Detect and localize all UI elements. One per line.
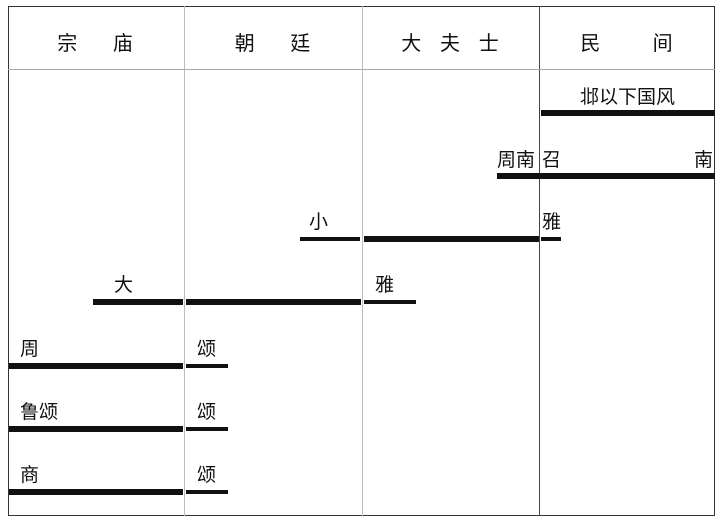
bar-xiaoya-chaoting [300,237,360,241]
divider-zongmiao-chaoting [184,6,185,516]
label-song-3: 颂 [197,464,217,486]
bar-zhousong-chaoting [186,364,228,368]
diagram-frame [8,6,715,516]
label-zhounan: 周南 [497,149,536,171]
label-lu-song: 鲁颂 [20,401,59,423]
bar-xiaoya-dafushi [364,236,539,242]
label-nan: 南 [694,149,714,171]
bar-zhounan-shaonan [497,173,715,179]
bar-lusong-chaoting [186,427,228,431]
header-minjian: 民 间 [580,30,675,55]
bar-bei-feng [541,110,715,116]
header-dafushi: 大 夫 士 [401,30,501,55]
label-song-1: 颂 [197,338,217,360]
label-ya-large: 雅 [375,274,395,296]
bar-daya-dafushi [364,300,416,304]
label-song-2: 颂 [197,401,217,423]
bar-xiaoya-minjian [541,237,561,241]
bar-lusong-zongmiao [9,426,183,432]
label-ya-small: 雅 [542,211,562,233]
label-zhou: 周 [20,338,40,360]
bar-daya-chaoting [186,299,361,305]
divider-chaoting-dafushi [362,6,363,516]
label-bei-feng: 邶以下国风 [580,86,676,108]
label-shang: 商 [20,464,40,486]
bar-shangsong-chaoting [186,490,228,494]
bar-daya-zongmiao [93,299,183,305]
bar-shangsong-zongmiao [9,489,183,495]
label-da: 大 [114,274,134,296]
header-zongmiao: 宗 庙 [57,30,135,55]
label-shao: 召 [542,149,562,171]
label-xiao: 小 [309,211,329,233]
header-chaoting: 朝 廷 [234,30,313,55]
divider-dafushi-minjian [539,6,540,516]
header-divider [8,69,715,70]
bar-zhousong-zongmiao [9,363,183,369]
